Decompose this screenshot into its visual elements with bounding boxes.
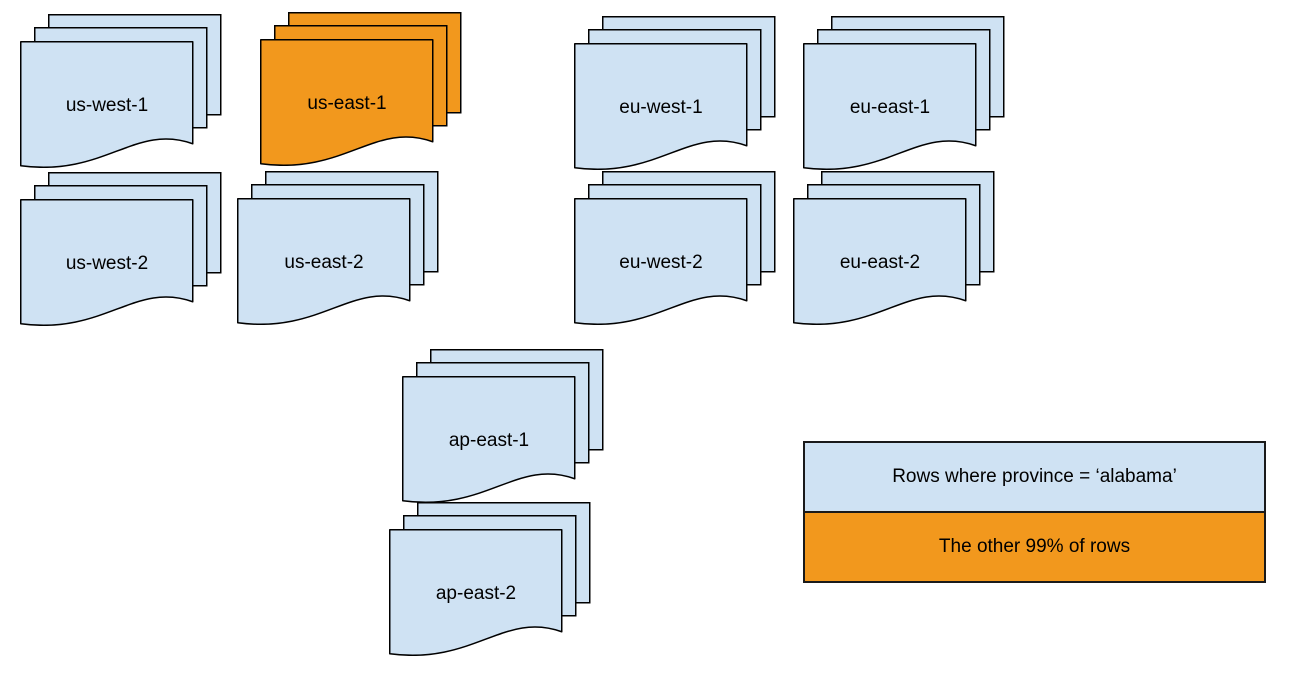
document-stack-icon <box>793 171 995 325</box>
region-stack-us-east-2: us-east-2 <box>237 171 439 325</box>
region-stack-eu-west-2: eu-west-2 <box>574 171 776 325</box>
document-stack-icon <box>260 12 462 166</box>
document-stack-icon <box>574 171 776 325</box>
region-stack-label: eu-west-1 <box>619 97 703 118</box>
region-stack-label: ap-east-1 <box>448 430 530 451</box>
document-stack-icon <box>803 16 1005 170</box>
document-stack-icon <box>237 171 439 325</box>
legend-row-alabama-rows: Rows where province = ‘alabama’ <box>805 443 1264 511</box>
legend: Rows where province = ‘alabama’ The othe… <box>803 441 1266 583</box>
legend-row-label: Rows where province = ‘alabama’ <box>892 466 1177 487</box>
document-stack-icon <box>389 502 591 656</box>
region-stack-label: eu-east-1 <box>849 97 931 118</box>
document-stack-icon <box>20 14 222 168</box>
region-stack-eu-east-2: eu-east-2 <box>793 171 995 325</box>
region-stack-label: us-west-1 <box>65 95 149 116</box>
region-stack-label: us-east-1 <box>307 93 387 114</box>
document-stack-icon <box>574 16 776 170</box>
legend-row-label: The other 99% of rows <box>938 536 1131 557</box>
region-stack-label: eu-east-2 <box>839 252 921 273</box>
region-stack-us-east-1: us-east-1 <box>260 12 462 166</box>
region-stack-label: eu-west-2 <box>619 252 703 273</box>
region-stack-us-west-2: us-west-2 <box>20 172 222 326</box>
region-stack-ap-east-2: ap-east-2 <box>389 502 591 656</box>
region-stack-eu-west-1: eu-west-1 <box>574 16 776 170</box>
region-stack-label: ap-east-2 <box>435 583 517 604</box>
region-stack-eu-east-1: eu-east-1 <box>803 16 1005 170</box>
document-stack-icon <box>20 172 222 326</box>
region-stack-label: us-west-2 <box>65 253 149 274</box>
region-stack-us-west-1: us-west-1 <box>20 14 222 168</box>
region-stack-ap-east-1: ap-east-1 <box>402 349 604 503</box>
legend-row-other-rows: The other 99% of rows <box>805 511 1264 581</box>
document-stack-icon <box>402 349 604 503</box>
region-stack-label: us-east-2 <box>284 252 364 273</box>
